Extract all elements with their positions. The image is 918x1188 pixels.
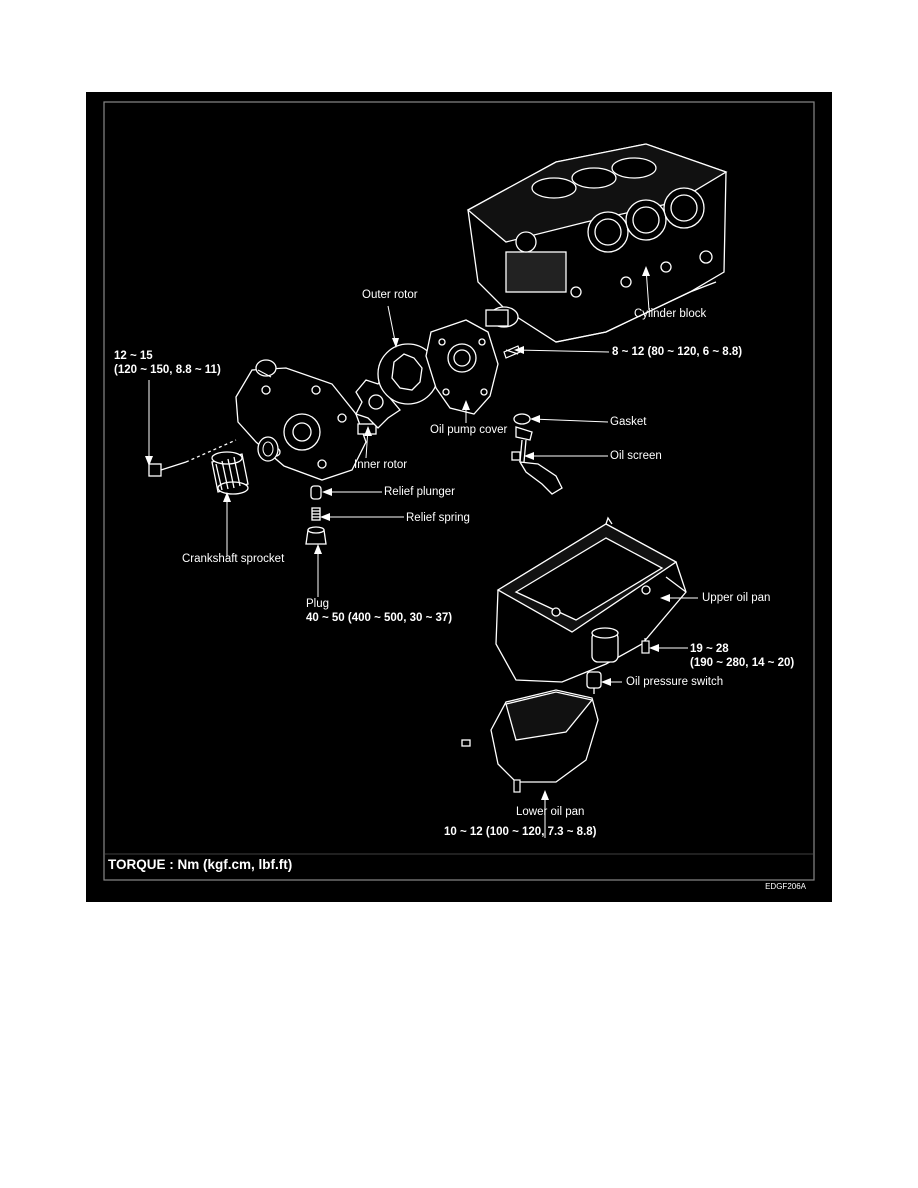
label-torque-pump-bolts-2: (120 ~ 150, 8.8 ~ 11) <box>114 364 221 376</box>
pump-bolt-drawing <box>148 439 237 477</box>
label-relief-plunger: Relief plunger <box>384 486 455 498</box>
oil-screen-drawing <box>511 426 563 495</box>
arrowheads <box>145 266 670 800</box>
relief-valve-drawing <box>305 485 327 545</box>
lower-pan-bolt-drawing <box>513 779 521 793</box>
label-oil-screen: Oil screen <box>610 450 662 462</box>
upper-oil-pan-drawing <box>495 516 687 683</box>
oil-pressure-switch-drawing <box>586 671 602 694</box>
label-oil-pressure-switch: Oil pressure switch <box>626 676 724 688</box>
cover-bolt-drawing <box>503 345 521 359</box>
label-upper-oil-pan: Upper oil pan <box>702 592 771 604</box>
label-torque-upper-pan-2: (190 ~ 280, 14 ~ 20) <box>690 657 795 669</box>
upper-pan-bolt-drawing <box>641 638 650 654</box>
label-inner-rotor: Inner rotor <box>354 459 408 471</box>
lower-oil-pan-drawing <box>461 689 599 783</box>
label-torque-pump-bolts-1: 12 ~ 15 <box>114 350 153 362</box>
label-oil-pump-cover: Oil pump cover <box>430 424 508 436</box>
label-outer-rotor: Outer rotor <box>362 289 418 301</box>
label-relief-spring: Relief spring <box>406 512 470 524</box>
cylinder-block-drawing <box>466 143 728 343</box>
oil-pump-cover-drawing <box>425 319 499 415</box>
label-lower-oil-pan: Lower oil pan <box>516 806 585 818</box>
label-crankshaft-sprocket: Crankshaft sprocket <box>182 553 285 565</box>
label-plug: Plug <box>306 598 330 610</box>
crankshaft-sprocket-drawing <box>211 451 249 495</box>
torque-units-caption: TORQUE : Nm (kgf.cm, lbf.ft) <box>108 857 293 872</box>
label-torque-plug: 40 ~ 50 (400 ~ 500, 30 ~ 37) <box>306 612 453 624</box>
exploded-diagram: Outer rotor Cylinder block 12 ~ 15 (120 … <box>86 92 832 902</box>
gasket-drawing <box>513 413 531 425</box>
label-gasket: Gasket <box>610 416 647 428</box>
label-torque-cover-bolt: 8 ~ 12 (80 ~ 120, 6 ~ 8.8) <box>612 346 743 358</box>
label-torque-lower-pan: 10 ~ 12 (100 ~ 120, 7.3 ~ 8.8) <box>444 826 597 838</box>
label-cylinder-block: Cylinder block <box>634 308 707 320</box>
label-torque-upper-pan-1: 19 ~ 28 <box>690 643 729 655</box>
figure-code: EDGF206A <box>765 882 806 891</box>
diagram-drawing <box>103 101 815 881</box>
inner-frame <box>103 101 815 881</box>
